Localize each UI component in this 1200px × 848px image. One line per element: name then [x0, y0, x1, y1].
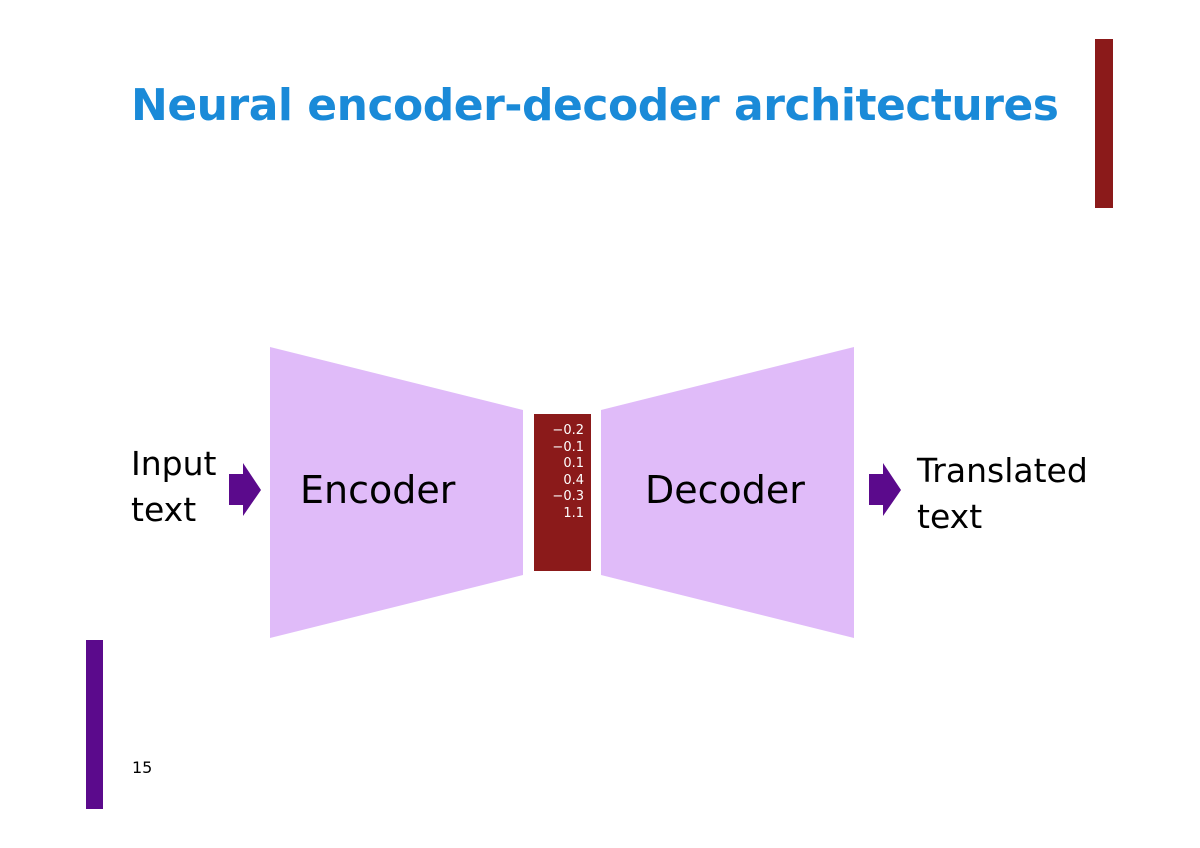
vector-value: −0.1: [552, 439, 584, 455]
input-label-line-1: Input: [131, 444, 217, 483]
output-label-line-2: text: [917, 497, 983, 536]
vector-value: 0.1: [563, 456, 584, 471]
input-label-line-2: text: [131, 490, 197, 529]
decoder-block: [601, 347, 854, 638]
encoder-label: Encoder: [300, 468, 456, 512]
vector-value: −0.3: [552, 489, 584, 504]
context-vector-box: [534, 414, 591, 571]
slide-title: Neural encoder-decoder architectures: [131, 80, 1059, 131]
page-number: 15: [132, 758, 153, 777]
translated-text-label: Translated text: [917, 448, 1088, 540]
top-right-accent-bar: [1095, 39, 1113, 208]
encoder-block: [270, 347, 523, 638]
vector-value: 0.4: [563, 472, 584, 488]
vector-value: 1.1: [563, 505, 584, 521]
vector-value: −0.2: [552, 423, 584, 438]
context-vector-values: −0.2 −0.1 0.1 0.4 −0.3 1.1: [534, 414, 591, 571]
input-text-label: Input text: [131, 441, 216, 533]
output-label-line-1: Translated: [917, 451, 1088, 490]
decoder-label: Decoder: [645, 468, 805, 512]
bottom-left-accent-bar: [86, 640, 103, 809]
input-arrow-icon: [229, 463, 261, 516]
output-arrow-icon: [869, 463, 901, 516]
